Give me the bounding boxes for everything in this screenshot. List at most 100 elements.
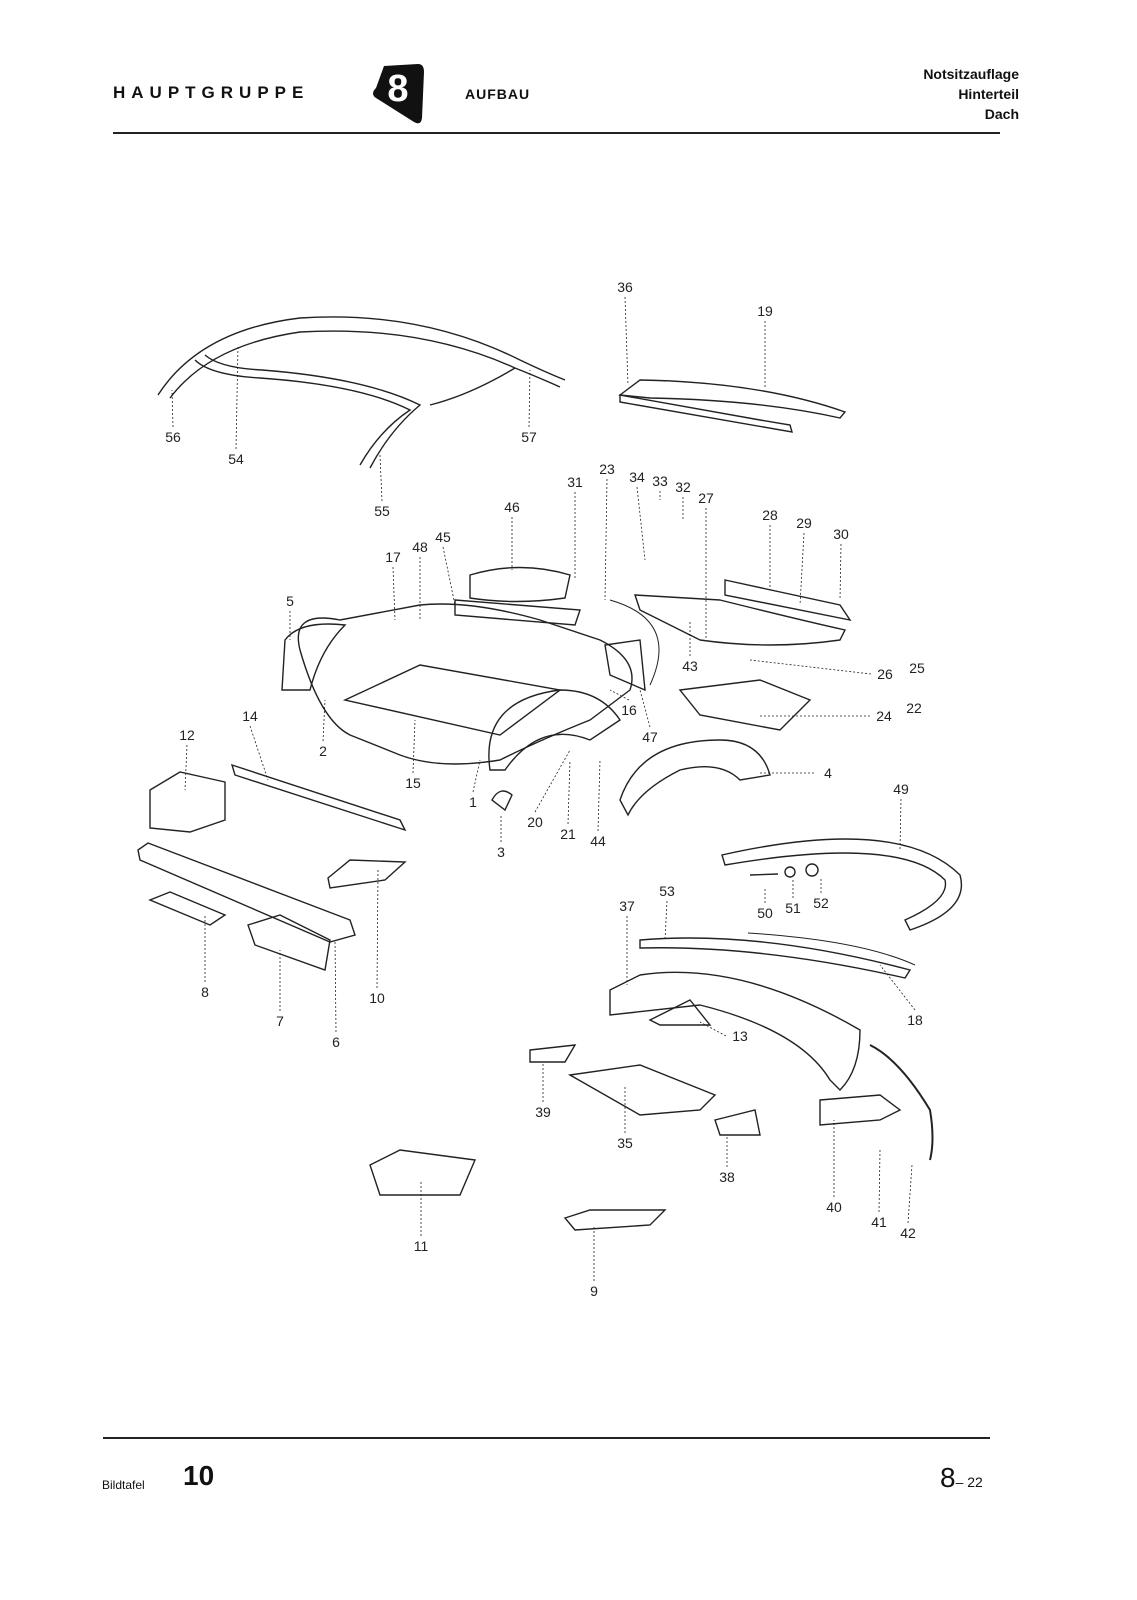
callout-number: 12 bbox=[179, 727, 195, 743]
callout-number: 43 bbox=[682, 658, 698, 674]
section-label: AUFBAU bbox=[465, 86, 531, 102]
callout-number: 48 bbox=[412, 539, 428, 555]
leader-line bbox=[249, 725, 269, 781]
callout-number: 7 bbox=[276, 1013, 284, 1029]
callout-number: 16 bbox=[621, 702, 637, 718]
leader-line bbox=[907, 1164, 913, 1224]
callout-number: 38 bbox=[719, 1169, 735, 1185]
leader-line bbox=[528, 369, 531, 428]
callout-number: 47 bbox=[642, 729, 658, 745]
callout-number: 31 bbox=[567, 474, 583, 490]
leader-line bbox=[379, 454, 383, 502]
leader-line bbox=[334, 939, 337, 1033]
leader-line bbox=[567, 759, 571, 825]
callout-number: 51 bbox=[785, 900, 801, 916]
title-line: Hinterteil bbox=[958, 86, 1019, 102]
callout-number: 4 bbox=[824, 765, 832, 781]
callout-number: 56 bbox=[165, 429, 181, 445]
side-panels bbox=[604, 579, 852, 817]
callout-number: 34 bbox=[629, 469, 645, 485]
leader-line bbox=[879, 964, 916, 1011]
leader-line bbox=[899, 798, 902, 851]
callout-number: 1 bbox=[469, 794, 477, 810]
callout-number: 42 bbox=[900, 1225, 916, 1241]
leader-line bbox=[609, 689, 630, 701]
page-titles: Notsitzauflage Hinterteil Dach bbox=[923, 64, 1019, 124]
plate-number: 10 bbox=[183, 1460, 215, 1491]
leader-line bbox=[839, 543, 842, 601]
callout-number: 29 bbox=[796, 515, 812, 531]
callout-number: 10 bbox=[369, 990, 385, 1006]
leader-line bbox=[472, 759, 481, 793]
leader-line bbox=[597, 759, 601, 832]
front-apron bbox=[369, 838, 962, 1231]
callout-number: 20 bbox=[527, 814, 543, 830]
header-rule bbox=[113, 132, 1000, 134]
callout-number: 37 bbox=[619, 898, 635, 914]
leader-line bbox=[376, 869, 379, 989]
small-brackets bbox=[137, 763, 513, 971]
callout-number: 26 bbox=[877, 666, 893, 682]
leader-line bbox=[235, 344, 239, 450]
callout-number: 54 bbox=[228, 451, 244, 467]
callout-number: 36 bbox=[617, 279, 633, 295]
leader-line bbox=[878, 1149, 881, 1213]
callout-number: 3 bbox=[497, 844, 505, 860]
leader-line bbox=[639, 689, 651, 728]
callout-number: 32 bbox=[675, 479, 691, 495]
page-sub: – 22 bbox=[955, 1474, 983, 1490]
callout-number: 9 bbox=[590, 1283, 598, 1299]
callout-number: 28 bbox=[762, 507, 778, 523]
title-line: Dach bbox=[984, 106, 1019, 122]
leader-line bbox=[392, 566, 396, 621]
callout-number: 46 bbox=[504, 499, 520, 515]
callout-number: 35 bbox=[617, 1135, 633, 1151]
page-number: 8– 22 bbox=[940, 1462, 983, 1494]
footer-rule bbox=[103, 1437, 990, 1439]
main-group-label: HAUPTGRUPPE bbox=[113, 83, 310, 102]
callout-number: 5 bbox=[286, 593, 294, 609]
callout-number: 45 bbox=[435, 529, 451, 545]
leader-line bbox=[624, 296, 629, 386]
callout-number: 49 bbox=[893, 781, 909, 797]
callout-number: 22 bbox=[906, 700, 922, 716]
leader-line bbox=[412, 719, 416, 774]
callout-number: 13 bbox=[732, 1028, 748, 1044]
leader-line bbox=[534, 749, 571, 813]
plate-label: Bildtafel bbox=[102, 1478, 145, 1492]
callout-number: 6 bbox=[332, 1034, 340, 1050]
group-number-badge: 8 bbox=[370, 62, 426, 126]
callout-number: 53 bbox=[659, 883, 675, 899]
callout-number: 19 bbox=[757, 303, 773, 319]
callout-number: 23 bbox=[599, 461, 615, 477]
leader-line bbox=[749, 659, 872, 675]
callout-number: 39 bbox=[535, 1104, 551, 1120]
callout-number: 24 bbox=[876, 708, 892, 724]
callout-number: 25 bbox=[909, 660, 925, 676]
title-line: Notsitzauflage bbox=[923, 66, 1019, 82]
rear-body-tub bbox=[281, 566, 633, 771]
callout-number: 30 bbox=[833, 526, 849, 542]
callout-number: 8 bbox=[201, 984, 209, 1000]
leader-line bbox=[442, 546, 456, 606]
callout-number: 57 bbox=[521, 429, 537, 445]
callout-number: 15 bbox=[405, 775, 421, 791]
group-number: 8 bbox=[387, 68, 409, 110]
callout-number: 11 bbox=[413, 1238, 429, 1254]
leader-lines bbox=[171, 296, 916, 1281]
callout-number: 33 bbox=[652, 473, 668, 489]
callout-number: 2 bbox=[319, 743, 327, 759]
callout-number: 27 bbox=[698, 490, 714, 506]
leader-line bbox=[604, 478, 608, 601]
leader-line bbox=[799, 532, 805, 606]
callout-number: 50 bbox=[757, 905, 773, 921]
callout-number: 21 bbox=[560, 826, 576, 842]
callout-number: 41 bbox=[871, 1214, 887, 1230]
callout-number: 14 bbox=[242, 708, 258, 724]
callout-number: 40 bbox=[826, 1199, 842, 1215]
leader-line bbox=[322, 699, 326, 742]
callout-number: 52 bbox=[813, 895, 829, 911]
leader-line bbox=[636, 486, 646, 561]
leader-line bbox=[184, 744, 188, 791]
